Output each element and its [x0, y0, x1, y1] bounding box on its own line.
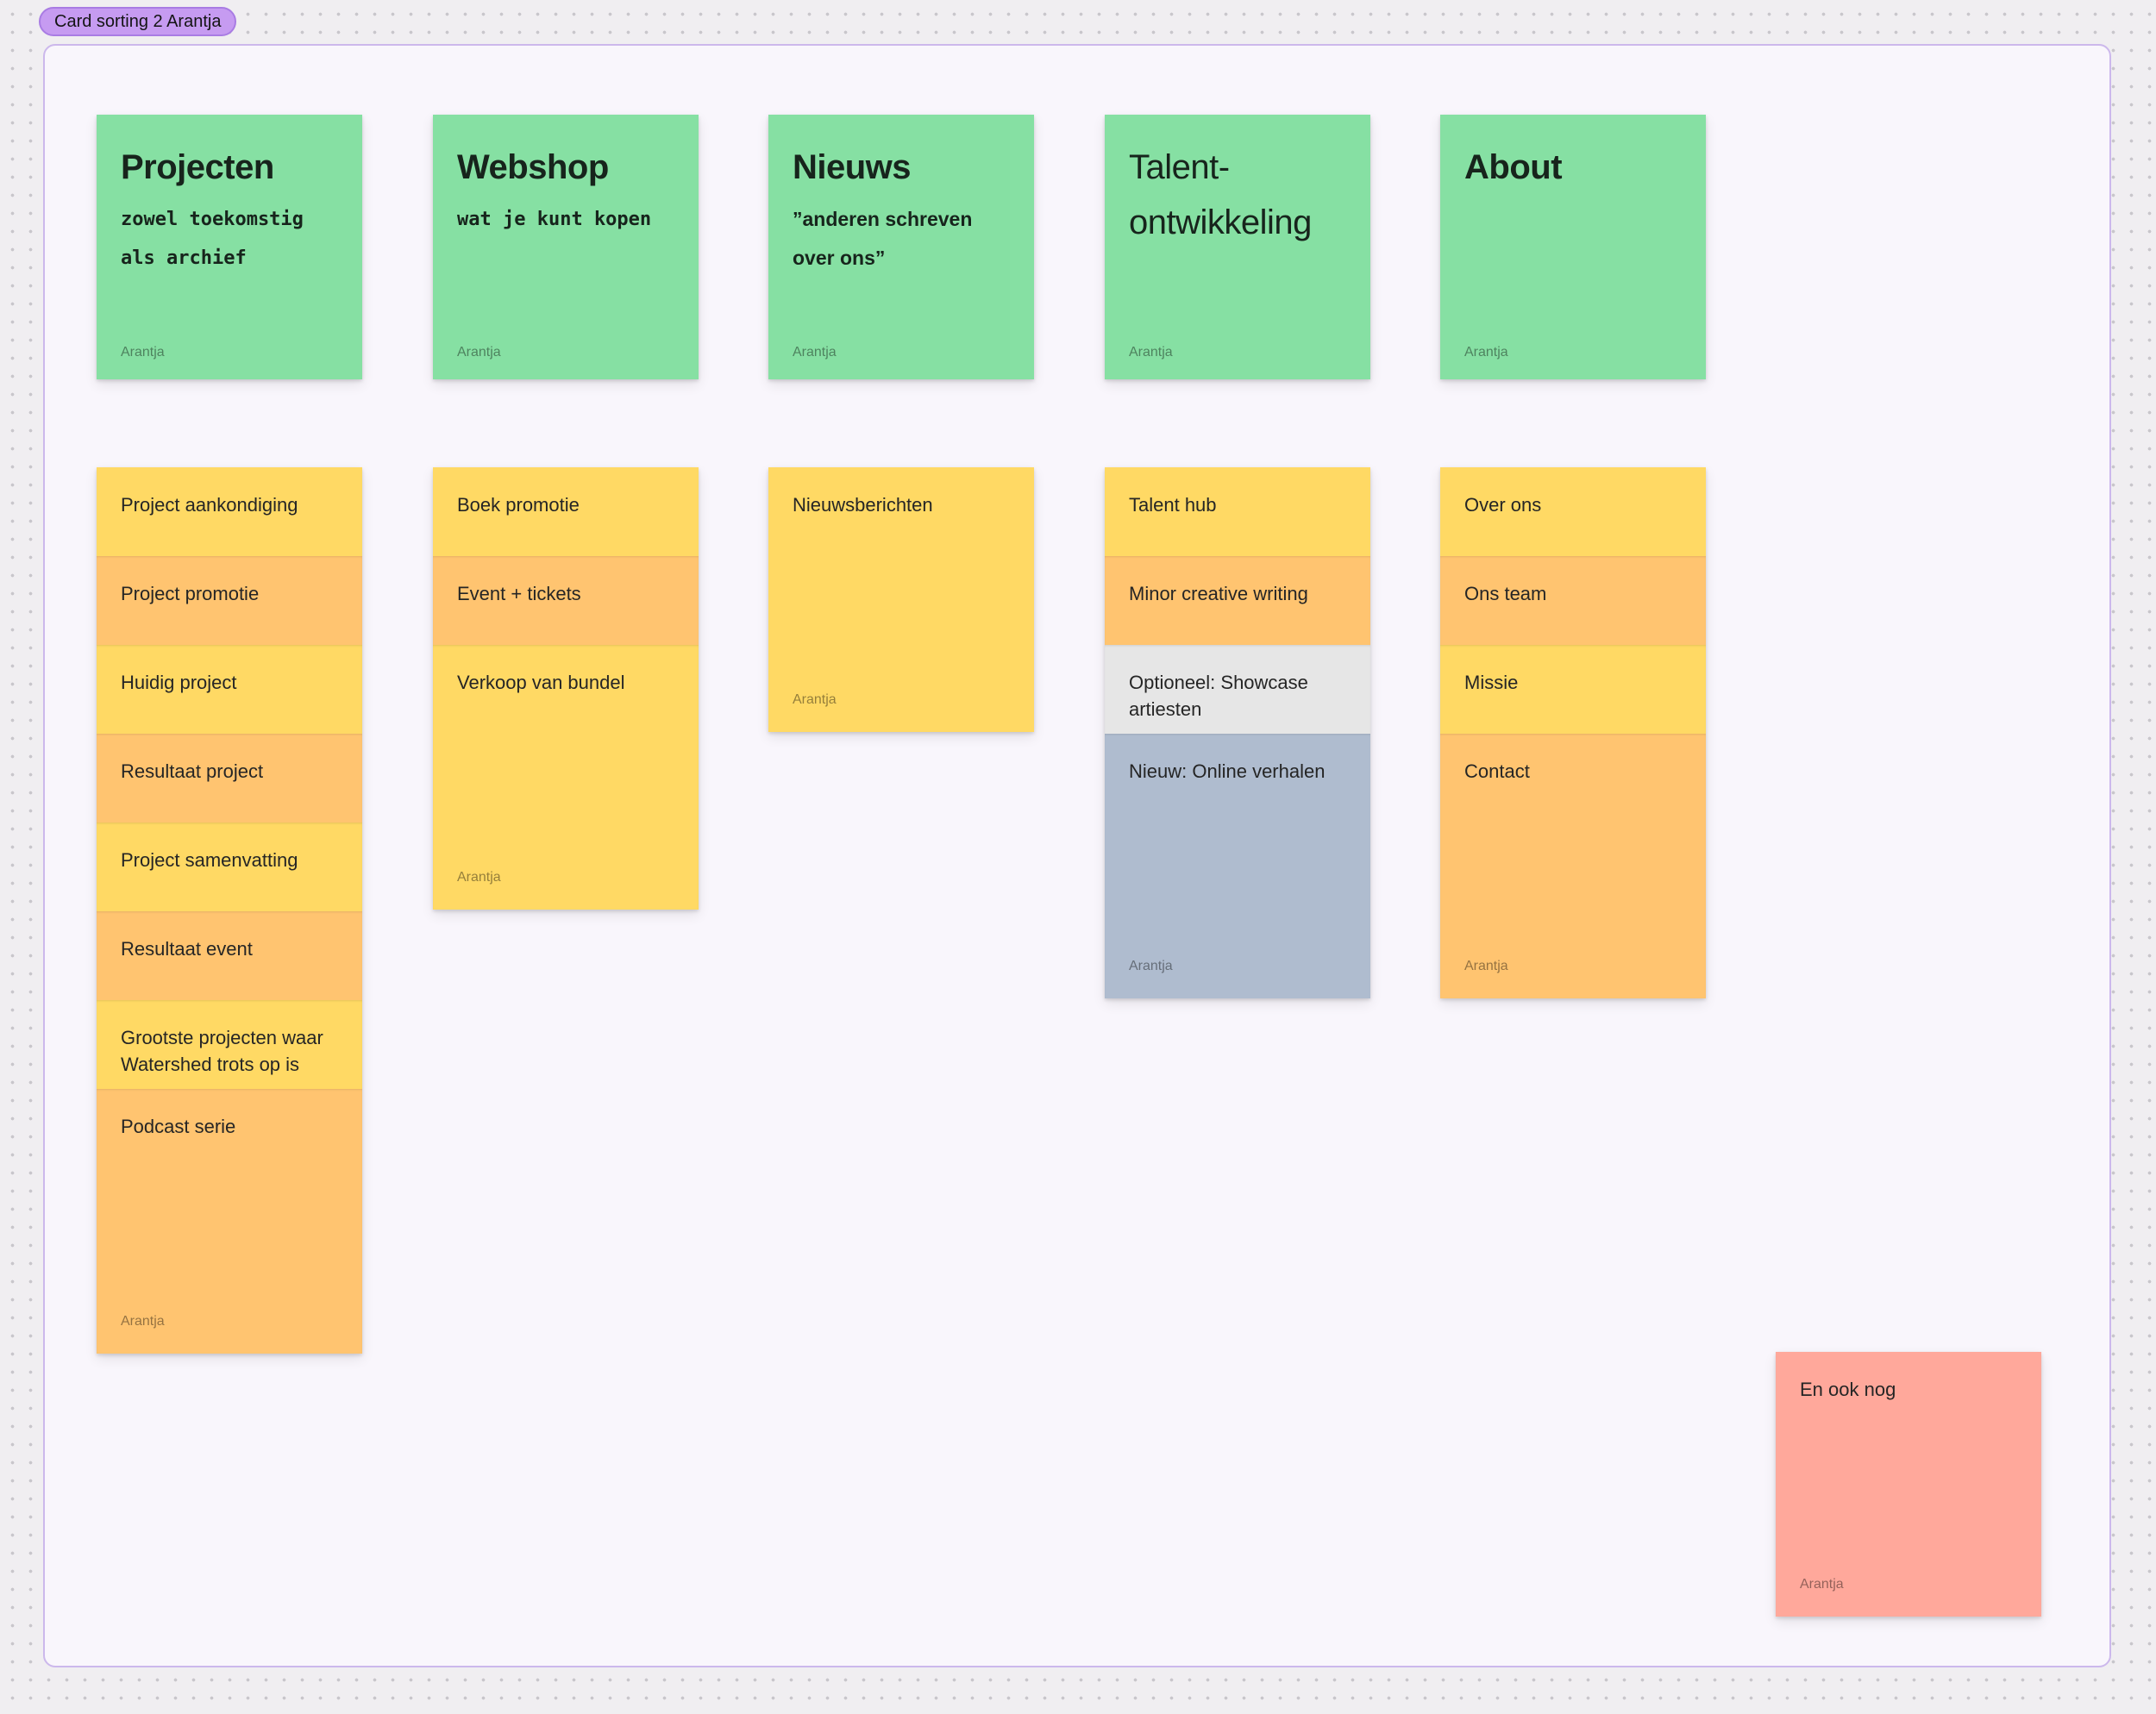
- stack-about: Over ons Ons team Missie Contact Arantja: [1440, 467, 1706, 998]
- author-label: Arantja: [1800, 1577, 1844, 1592]
- sticky-note[interactable]: Nieuwsberichten Arantja: [768, 467, 1034, 732]
- stack-webshop: Boek promotie Event + tickets Verkoop va…: [433, 467, 699, 910]
- card[interactable]: Grootste projecten waar Watershed trots …: [97, 1000, 362, 1089]
- author-label: Arantja: [1464, 345, 1508, 360]
- card-text: Talent hub: [1129, 494, 1217, 516]
- author-label: Arantja: [1129, 959, 1173, 973]
- card[interactable]: Talent hub: [1105, 467, 1370, 556]
- note-title: About: [1464, 148, 1563, 186]
- card[interactable]: Project samenvatting: [97, 823, 362, 911]
- card-text: Over ons: [1464, 494, 1542, 516]
- card-text: Project aankondiging: [121, 494, 298, 516]
- card-text: Contact: [1464, 760, 1530, 782]
- card-text: Huidig project: [121, 672, 237, 693]
- sticky-note[interactable]: Nieuw: Online verhalen Arantja: [1105, 734, 1370, 998]
- card-text: Grootste projecten waar Watershed trots …: [121, 1027, 323, 1075]
- card-text: Resultaat event: [121, 938, 253, 960]
- card[interactable]: Missie: [1440, 645, 1706, 734]
- author-label: Arantja: [793, 692, 837, 707]
- card-text: Project samenvatting: [121, 849, 298, 871]
- card[interactable]: Ons team: [1440, 556, 1706, 645]
- section-frame[interactable]: [43, 44, 2111, 1667]
- note-nieuws[interactable]: Nieuws ”anderen schreven over ons” Arant…: [768, 115, 1034, 379]
- card[interactable]: Resultaat event: [97, 911, 362, 1000]
- note-title: Nieuws: [793, 148, 912, 186]
- sticky-note[interactable]: Verkoop van bundel Arantja: [433, 645, 699, 910]
- card[interactable]: Project promotie: [97, 556, 362, 645]
- note-subtitle: ”anderen schreven over ons”: [793, 208, 973, 269]
- sticky-en-ook-nog[interactable]: En ook nog Arantja: [1776, 1352, 2041, 1617]
- author-label: Arantja: [457, 345, 501, 360]
- card[interactable]: Project aankondiging: [97, 467, 362, 556]
- author-label: Arantja: [793, 345, 837, 360]
- author-label: Arantja: [121, 1314, 165, 1329]
- card[interactable]: Huidig project: [97, 645, 362, 734]
- stack-talentontwikkeling: Talent hub Minor creative writing Option…: [1105, 467, 1370, 998]
- card-text: Ons team: [1464, 583, 1547, 604]
- card-text: Nieuwsberichten: [793, 494, 933, 516]
- card-text: Project promotie: [121, 583, 260, 604]
- note-projecten[interactable]: Projecten zowel toekomstig als archief A…: [97, 115, 362, 379]
- card[interactable]: Event + tickets: [433, 556, 699, 645]
- stack-projecten: Project aankondiging Project promotie Hu…: [97, 467, 362, 1354]
- author-label: Arantja: [457, 870, 501, 885]
- card-text: En ook nog: [1800, 1379, 1896, 1400]
- card[interactable]: Boek promotie: [433, 467, 699, 556]
- stack-nieuws: Nieuwsberichten Arantja: [768, 467, 1034, 732]
- card-text: Verkoop van bundel: [457, 672, 625, 693]
- card-text: Minor creative writing: [1129, 583, 1308, 604]
- card-text: Missie: [1464, 672, 1519, 693]
- note-talentontwikkeling[interactable]: Talent-ontwikkeling Arantja: [1105, 115, 1370, 379]
- note-webshop[interactable]: Webshop wat je kunt kopen Arantja: [433, 115, 699, 379]
- note-about[interactable]: About Arantja: [1440, 115, 1706, 379]
- author-label: Arantja: [121, 345, 165, 360]
- note-subtitle: wat je kunt kopen: [457, 209, 652, 230]
- card[interactable]: Minor creative writing: [1105, 556, 1370, 645]
- card-text: Nieuw: Online verhalen: [1129, 760, 1326, 782]
- sticky-note[interactable]: Contact Arantja: [1440, 734, 1706, 998]
- note-subtitle: zowel toekomstig als archief: [121, 209, 304, 269]
- card-text: Optioneel: Showcase artiesten: [1129, 672, 1308, 720]
- sticky-note[interactable]: Podcast serie Arantja: [97, 1089, 362, 1354]
- card[interactable]: Optioneel: Showcase artiesten: [1105, 645, 1370, 734]
- note-title: Projecten: [121, 148, 274, 186]
- card-text: Podcast serie: [121, 1116, 236, 1137]
- note-title: Talent-ontwikkeling: [1129, 148, 1312, 241]
- note-title: Webshop: [457, 148, 609, 186]
- card[interactable]: Over ons: [1440, 467, 1706, 556]
- card-text: Event + tickets: [457, 583, 581, 604]
- card[interactable]: Resultaat project: [97, 734, 362, 823]
- author-label: Arantja: [1129, 345, 1173, 360]
- section-label[interactable]: Card sorting 2 Arantja: [39, 7, 237, 36]
- author-label: Arantja: [1464, 959, 1508, 973]
- card-text: Boek promotie: [457, 494, 580, 516]
- card-text: Resultaat project: [121, 760, 264, 782]
